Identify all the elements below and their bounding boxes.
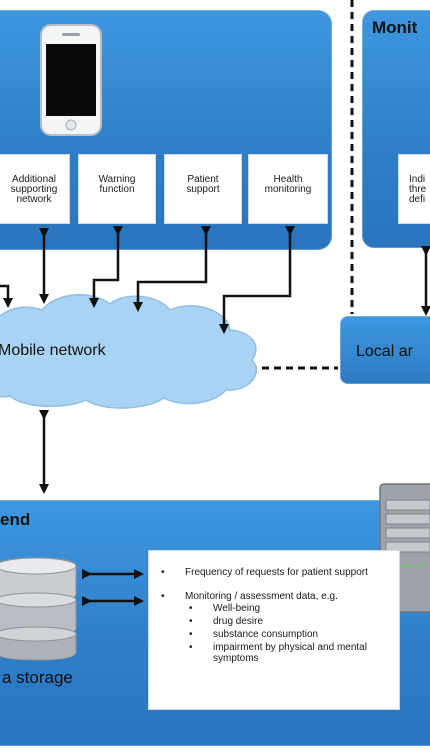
info-subitem-drug-desire: drug desire bbox=[213, 616, 264, 627]
bullet-dot: • bbox=[161, 591, 165, 602]
data-storage-label: a storage bbox=[2, 668, 73, 687]
bullet-dot: • bbox=[161, 567, 165, 578]
bullet-dot: • bbox=[189, 603, 193, 614]
monitoring-panel-title: Monit bbox=[372, 18, 418, 37]
info-subitem-well-being: Well-being bbox=[213, 603, 261, 614]
smartphone-icon bbox=[40, 24, 102, 136]
function-box-health-monitoring: Health monitoring bbox=[248, 154, 328, 224]
arrow-left-edge bbox=[0, 284, 13, 308]
database-icon bbox=[0, 557, 77, 661]
function-box-patient-support: Patient support bbox=[164, 154, 242, 224]
arrow-health-monitoring bbox=[219, 226, 295, 334]
info-subitem-substance-consumption: substance consumption bbox=[213, 629, 319, 640]
local-area-network-label: Local ar bbox=[356, 343, 413, 360]
bullet-dot: • bbox=[189, 629, 193, 640]
local-area-network-panel bbox=[340, 316, 430, 384]
mobile-network-cloud bbox=[0, 294, 258, 409]
arrow-patient-support bbox=[133, 226, 211, 312]
info-item-request-frequency: Frequency of requests for patient suppor… bbox=[185, 567, 368, 578]
mobile-network-label: Mobile network bbox=[0, 342, 106, 359]
function-box-additional-network: Additional supporting network bbox=[0, 154, 70, 224]
stored-data-info-box: • Frequency of requests for patient supp… bbox=[148, 550, 400, 710]
monitoring-box-partial: Indi thre defi bbox=[398, 154, 430, 224]
bullet-dot: • bbox=[189, 642, 193, 653]
function-box-warning: Warning function bbox=[78, 154, 156, 224]
info-subitem-impairment: impairment by physical and mental sympto… bbox=[213, 642, 367, 664]
info-item-monitoring-data: Monitoring / assessment data, e.g. bbox=[185, 591, 338, 602]
backend-title: end bbox=[0, 510, 31, 529]
arrow-warning-function bbox=[89, 226, 123, 308]
bullet-dot: • bbox=[189, 616, 193, 627]
